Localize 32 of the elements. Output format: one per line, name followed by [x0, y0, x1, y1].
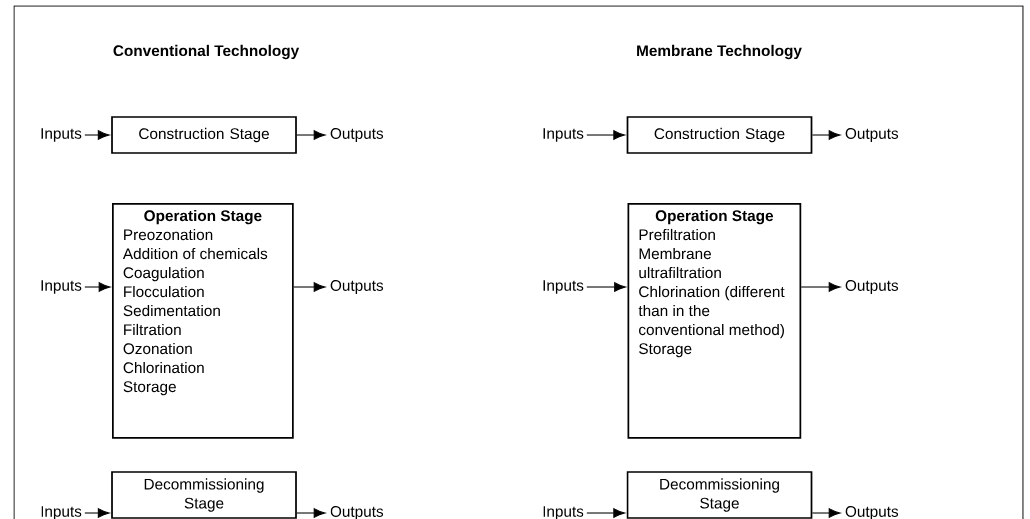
column-heading: Membrane Technology [637, 44, 802, 60]
stage-box: Operation Stage Preozonation Addition of chemicals Coagulation Flocculation Sedimentation Filtration Ozonation Chlorination Storage [112, 203, 294, 439]
arrow [84, 508, 110, 518]
stage-box: Decommissioning Stage [626, 471, 813, 519]
arrow [586, 282, 626, 292]
arrow [84, 130, 110, 140]
stage-box: Operation Stage Prefiltration Membrane ultrafiltration Chlorination (different than in the conventional method) Storage [627, 203, 802, 439]
arrow [296, 130, 326, 140]
arrow [586, 130, 626, 140]
stage-box: Construction Stage [111, 116, 297, 154]
arrow [811, 508, 841, 518]
flow-label: Outputs [330, 128, 384, 142]
flow-label: Inputs [543, 128, 584, 142]
arrow [586, 508, 626, 518]
arrow [296, 508, 326, 518]
column-heading: Conventional Technology [113, 44, 300, 60]
flow-label: Outputs [330, 280, 384, 294]
stage-box: Construction Stage [626, 116, 813, 154]
arrow [800, 282, 841, 292]
flow-label: Outputs [845, 128, 899, 142]
flow-label: Inputs [543, 506, 584, 519]
stage-box: Decommissioning Stage [111, 471, 297, 519]
flow-label: Outputs [330, 506, 384, 519]
flow-label: Outputs [845, 280, 899, 294]
flow-label: Outputs [845, 506, 899, 519]
arrow [293, 282, 326, 292]
arrow [811, 130, 841, 140]
arrow [84, 282, 111, 292]
flow-label: Inputs [41, 128, 82, 142]
flow-label: Inputs [41, 280, 82, 294]
flow-label: Inputs [41, 506, 82, 519]
flow-label: Inputs [543, 280, 584, 294]
